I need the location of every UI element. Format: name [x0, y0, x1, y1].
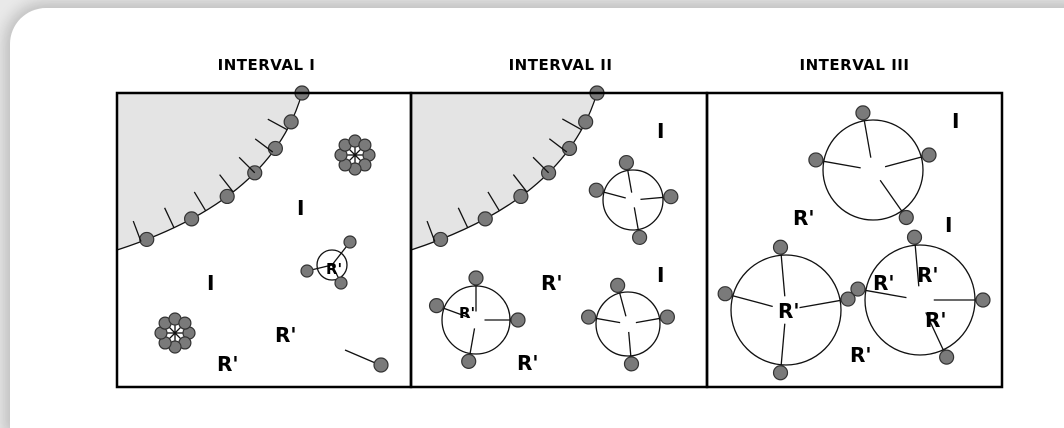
bead — [477, 211, 493, 227]
bead — [921, 147, 937, 163]
tether-line — [238, 156, 256, 174]
region-label: I — [207, 271, 214, 295]
bead — [939, 349, 955, 365]
shaded-region — [117, 93, 302, 250]
tether-line — [457, 207, 469, 228]
region-label: R' — [793, 206, 815, 230]
bead — [659, 309, 675, 325]
bead — [618, 154, 635, 171]
tether-line — [267, 118, 288, 131]
panel-interval-2 — [410, 92, 598, 251]
bead — [468, 270, 484, 286]
vesicle — [822, 119, 924, 221]
bead — [772, 365, 789, 381]
vesicle — [595, 291, 661, 357]
region-label: R' — [873, 271, 895, 295]
tether-line — [132, 220, 142, 242]
panel-title-interval-2: INTERVAL II — [508, 56, 613, 74]
region-label: I — [657, 263, 664, 287]
bead — [581, 309, 597, 325]
bead — [808, 152, 824, 168]
tether-line — [724, 293, 773, 308]
tether-line — [779, 247, 786, 297]
bead — [334, 276, 348, 290]
tether-line — [487, 191, 500, 212]
bead — [898, 209, 914, 226]
region-label: R' — [217, 352, 239, 376]
bead — [343, 235, 357, 249]
bead — [975, 292, 991, 308]
bead — [561, 140, 578, 157]
region-label: R' — [459, 304, 475, 322]
tether-line — [548, 138, 568, 153]
bead — [855, 105, 871, 121]
panel-title-interval-1: INTERVAL I — [217, 56, 316, 74]
bead — [578, 114, 594, 130]
region-label: R' — [917, 263, 939, 287]
region-label: I — [952, 109, 959, 133]
region-label: R' — [925, 308, 947, 332]
tether-line — [925, 312, 948, 358]
tether-line — [164, 207, 175, 228]
region-label: I — [297, 196, 304, 220]
tether-line — [512, 174, 528, 193]
tether-line — [857, 288, 907, 299]
vesicle — [730, 254, 842, 366]
tether-line — [426, 220, 436, 242]
bead — [461, 353, 477, 369]
tether-line — [193, 191, 207, 212]
bead — [510, 312, 526, 328]
tether-line — [779, 323, 786, 373]
region-label: R' — [517, 351, 539, 375]
bead — [178, 316, 192, 330]
region-label: I — [657, 119, 664, 143]
panel-frame-3 — [705, 91, 1004, 389]
region-label: R' — [850, 343, 872, 367]
bead — [906, 229, 923, 245]
bead — [139, 231, 155, 248]
tether-line — [219, 174, 234, 193]
tether-line — [532, 156, 550, 174]
tether-line — [254, 138, 274, 153]
region-label: I — [945, 213, 952, 237]
bead — [610, 277, 626, 293]
bead — [840, 291, 856, 307]
region-label: R' — [778, 299, 800, 323]
bead — [631, 229, 648, 246]
bead — [373, 357, 389, 373]
bead — [300, 264, 314, 278]
vesicle — [602, 169, 664, 231]
bead — [283, 114, 299, 130]
bead — [717, 286, 733, 302]
bead — [663, 189, 679, 205]
bead — [432, 231, 449, 248]
panel-title-interval-3: INTERVAL III — [799, 56, 910, 74]
shaded-region — [411, 93, 597, 250]
bead — [267, 140, 283, 157]
bead — [183, 211, 200, 227]
bead — [588, 182, 604, 198]
vesicle — [316, 249, 348, 281]
tether-line — [561, 118, 582, 131]
bead — [850, 281, 866, 297]
bead — [513, 188, 529, 205]
region-label: R' — [275, 323, 297, 347]
bead — [358, 138, 372, 152]
bead — [623, 356, 640, 372]
tether-line — [799, 298, 849, 309]
region-label: R' — [326, 260, 342, 278]
bead — [219, 188, 235, 205]
panel-interval-1 — [116, 92, 303, 251]
bead — [428, 298, 445, 314]
tether-line — [913, 237, 920, 287]
bead — [772, 239, 789, 255]
region-label: R' — [541, 271, 563, 295]
